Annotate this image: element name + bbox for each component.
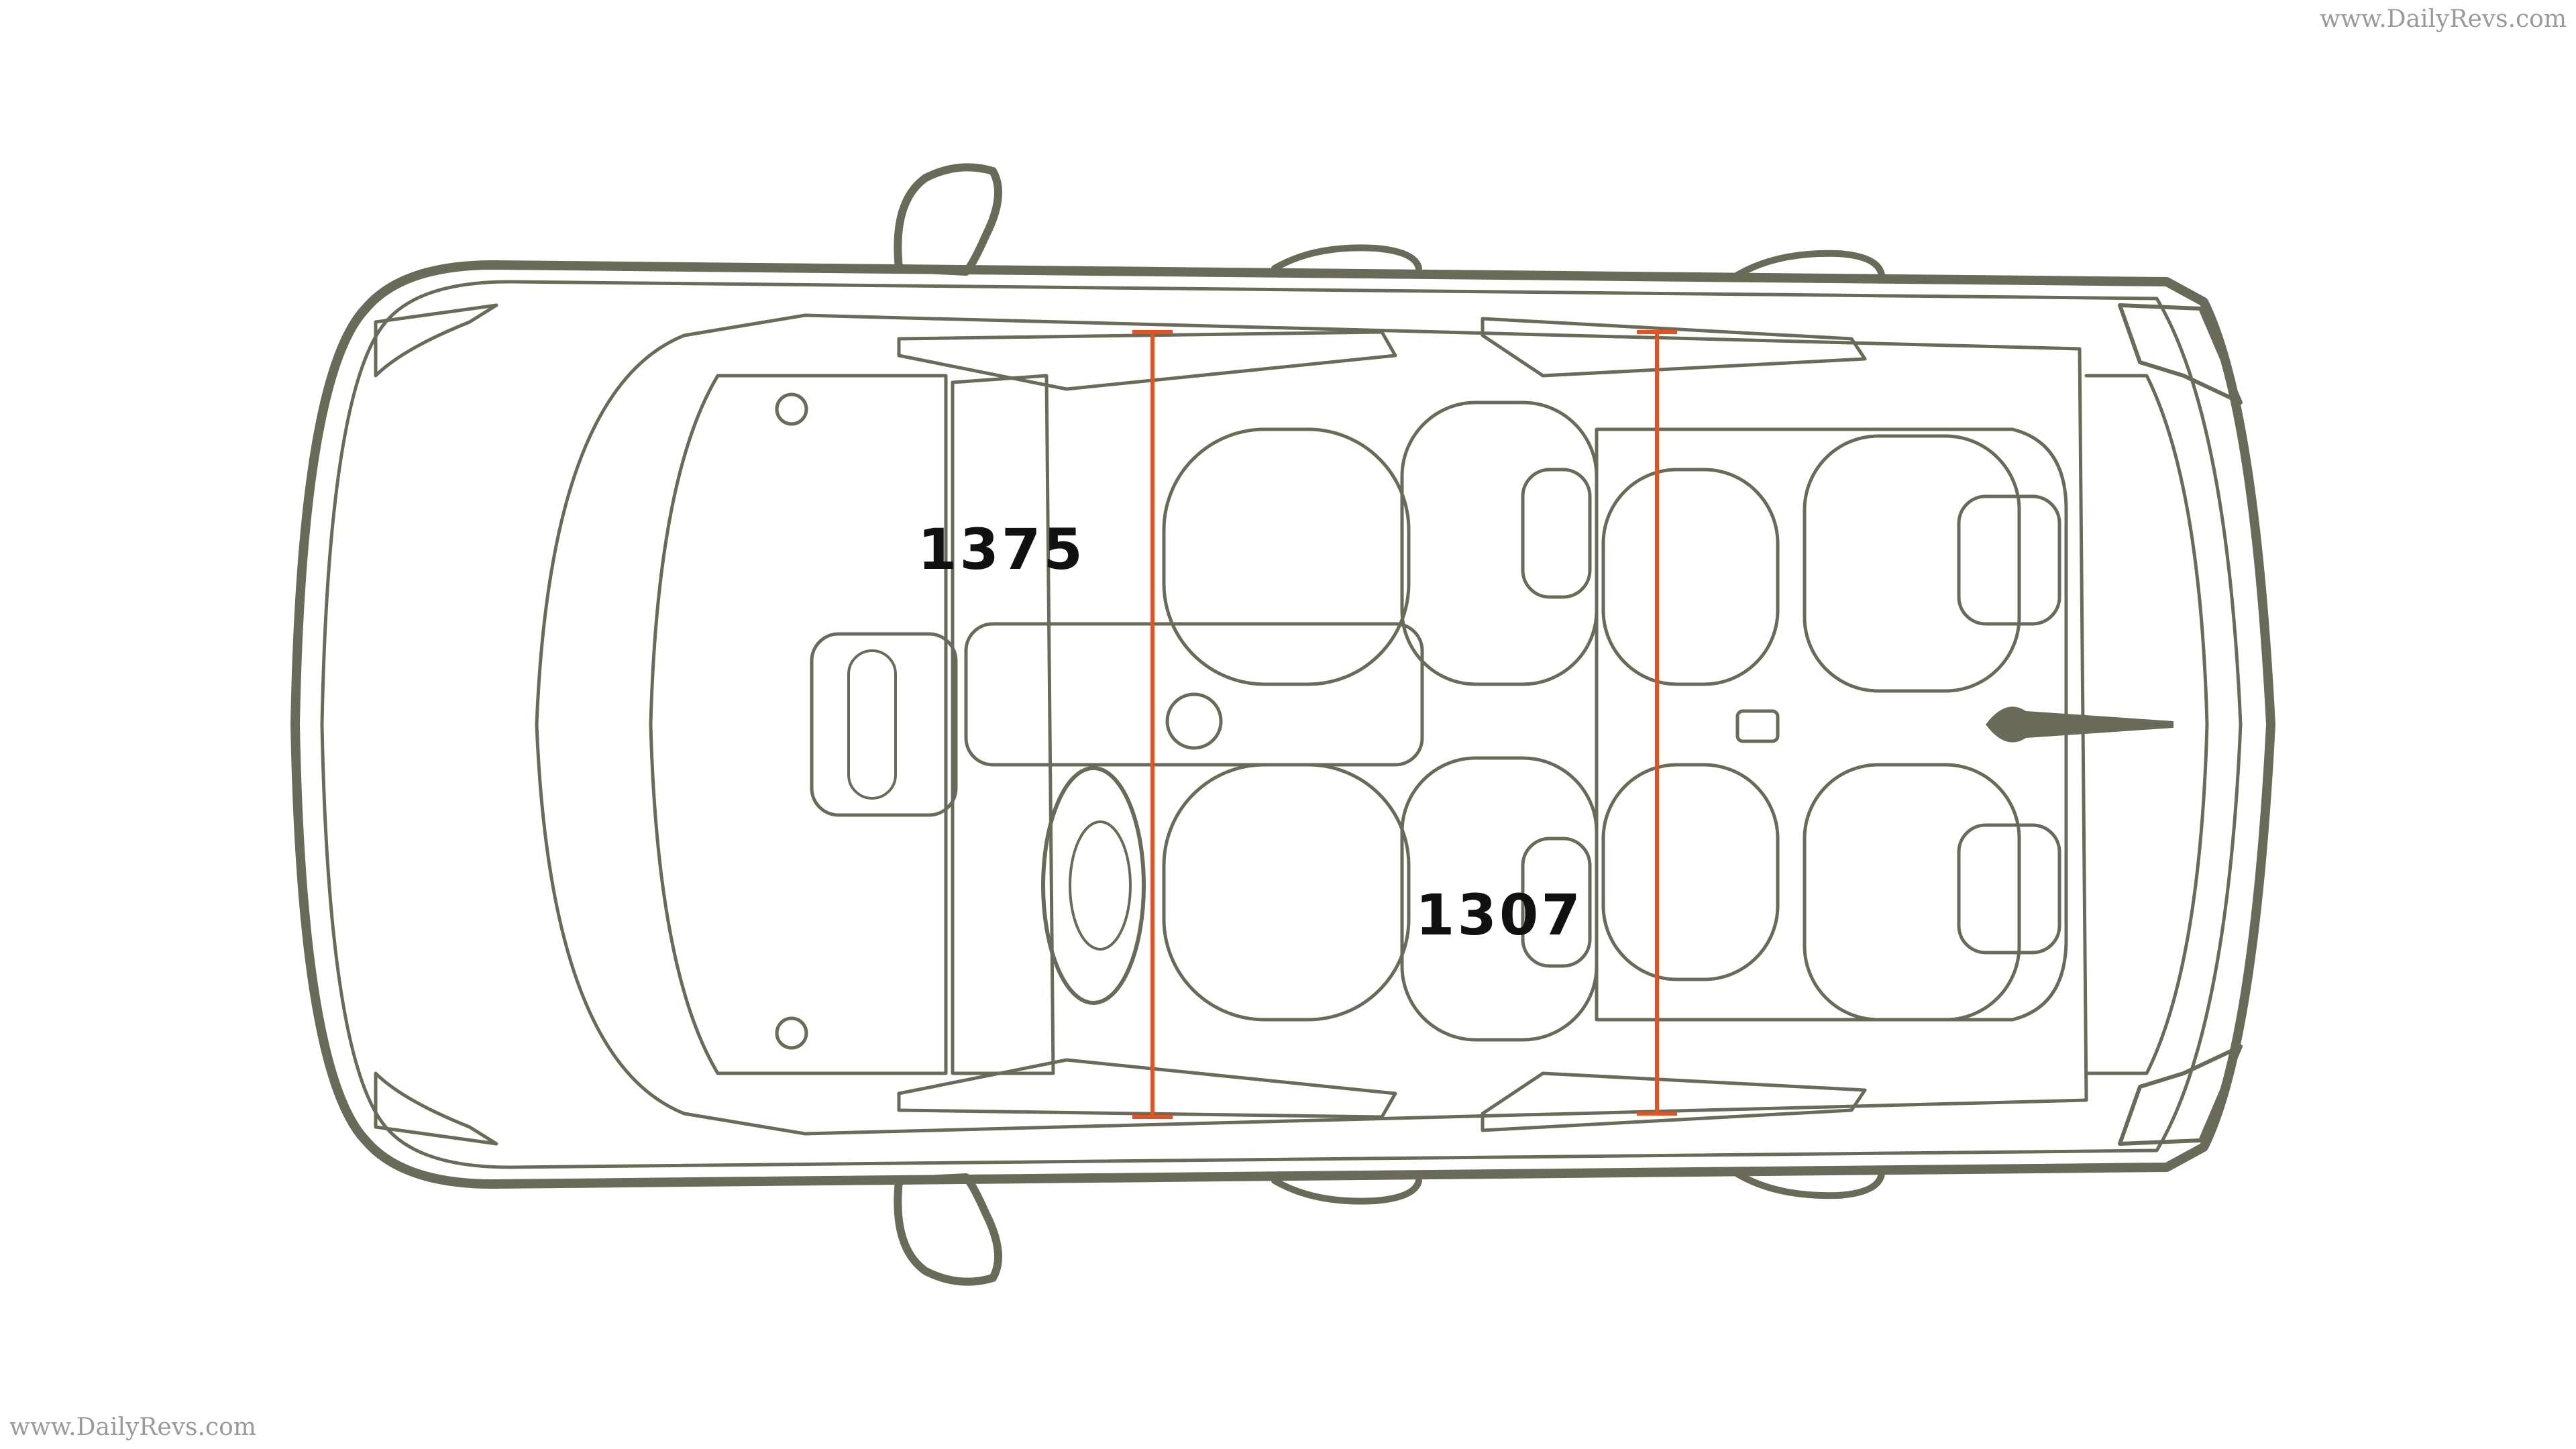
antenna-icon xyxy=(1986,706,2174,743)
car-body-inner-line xyxy=(320,280,2243,1169)
front-width-label: 1375 xyxy=(918,517,1085,582)
center-console xyxy=(964,622,1424,767)
gear-knob xyxy=(1165,692,1223,750)
rear-right-door-trim xyxy=(1481,1071,1867,1132)
car-body-outline xyxy=(290,260,2275,1189)
front-left-seat-back xyxy=(1400,400,1599,686)
cabin-outline xyxy=(535,313,2088,1136)
front-right-speaker xyxy=(775,1016,808,1050)
watermark-top: www.DailyRevs.com xyxy=(2320,5,2567,33)
rear-right-seat xyxy=(1601,763,1780,981)
watermark-bottom: www.DailyRevs.com xyxy=(9,1413,256,1441)
windshield xyxy=(649,374,948,1075)
front-left-wheel-arch xyxy=(1271,244,1422,272)
front-right-headlight xyxy=(374,1071,498,1146)
left-mirror xyxy=(894,163,1002,276)
rear-width-label: 1307 xyxy=(1415,882,1583,948)
center-speaker xyxy=(810,632,958,817)
steering-wheel xyxy=(1041,766,1146,1005)
front-left-door-trim xyxy=(897,330,1397,391)
rear-left-headrest xyxy=(1957,494,2061,626)
rear-left-door-trim xyxy=(1481,317,1867,378)
front-left-headrest xyxy=(1521,468,1592,599)
rear-left-seat-back xyxy=(1803,434,2021,693)
front-left-seat-cushion xyxy=(1162,427,1411,686)
rear-right-headrest xyxy=(1957,823,2061,955)
rear-left-seat xyxy=(1601,468,1780,686)
rear-left-wheel-arch xyxy=(1734,250,1885,278)
front-left-headlight xyxy=(374,303,498,378)
center-speaker-grille xyxy=(847,649,897,800)
rear-right-seat-back xyxy=(1803,763,2021,1022)
front-right-headrest xyxy=(1521,837,1592,968)
rear-bench-outline xyxy=(1595,427,2068,1022)
front-left-speaker xyxy=(775,392,808,426)
rear-right-taillight xyxy=(2118,1044,2243,1146)
front-right-wheel-arch xyxy=(1271,1177,1422,1205)
front-right-seat-cushion xyxy=(1162,763,1411,1022)
front-right-door-trim xyxy=(897,1058,1397,1119)
rear-seat-buckle xyxy=(1735,709,1780,743)
steering-hub xyxy=(1069,820,1132,951)
rear-right-wheel-arch xyxy=(1734,1171,1885,1199)
right-mirror xyxy=(894,1173,1002,1286)
rear-left-taillight xyxy=(2118,303,2243,405)
rear-hatch xyxy=(2084,374,2209,1075)
